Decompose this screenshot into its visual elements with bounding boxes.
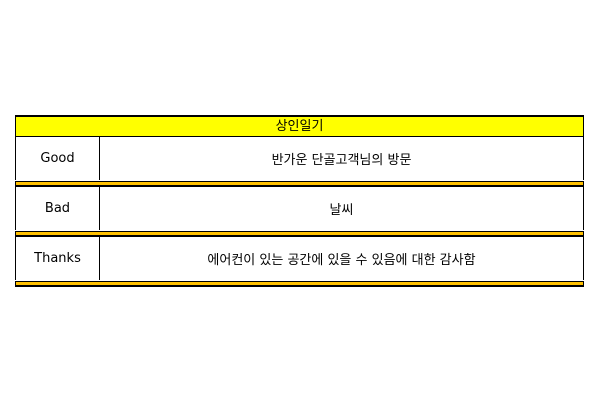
table-row-thanks: Thanks 에어컨이 있는 공간에 있을 수 있음에 대한 감사함 <box>15 236 584 280</box>
table-row-good: Good 반가운 단골고객님의 방문 <box>15 136 584 180</box>
row-label-cell[interactable]: Good <box>16 137 100 180</box>
row-separator <box>15 181 584 186</box>
table-title-cell[interactable]: 상인일기 <box>15 115 584 136</box>
row-value-cell[interactable]: 반가운 단골고객님의 방문 <box>271 153 412 168</box>
row-separator-bottom <box>15 281 584 287</box>
row-separator <box>15 231 584 236</box>
row-value-cell[interactable]: 날씨 <box>329 203 354 218</box>
table-row-bad: Bad 날씨 <box>15 186 584 230</box>
row-label-cell[interactable]: Bad <box>16 187 100 230</box>
diary-table: 상인일기 Good 반가운 단골고객님의 방문 Bad 날씨 Thanks 에어… <box>15 115 584 287</box>
row-label-cell[interactable]: Thanks <box>16 237 100 280</box>
row-value-cell[interactable]: 에어컨이 있는 공간에 있을 수 있음에 대한 감사함 <box>207 253 476 268</box>
